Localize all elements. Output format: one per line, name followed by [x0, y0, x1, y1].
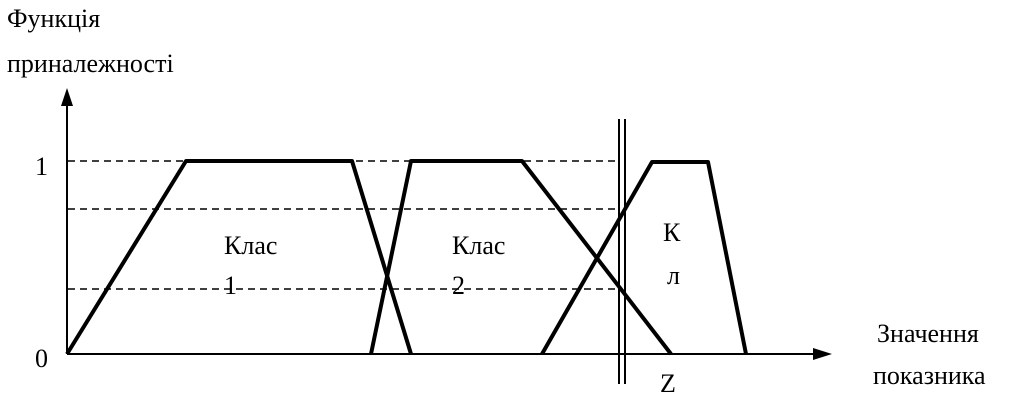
class-3-label-line2: л [667, 261, 680, 290]
x-axis-title-line1: Значення [877, 319, 979, 348]
x-axis-arrow-icon [813, 348, 832, 360]
y-axis-arrow-icon [61, 88, 73, 106]
class-2-label-line2: 2 [452, 271, 465, 300]
class-3-membership [540, 160, 748, 355]
y-axis-title-line1: Функція [7, 4, 100, 33]
class-1-label-line1: Клас [224, 231, 277, 260]
tick-label-one: 1 [35, 152, 48, 181]
class-3-label-line1: К [663, 218, 681, 247]
class-1-label-line2: 1 [224, 271, 237, 300]
y-axis-title-line2: приналежності [7, 49, 174, 78]
class-1-membership [65, 159, 413, 356]
class-2-label-line1: Клас [452, 231, 505, 260]
tick-label-zero: 0 [35, 344, 48, 373]
x-axis-title-line2: показника [873, 361, 986, 390]
z-marker-label: Z [660, 369, 676, 394]
